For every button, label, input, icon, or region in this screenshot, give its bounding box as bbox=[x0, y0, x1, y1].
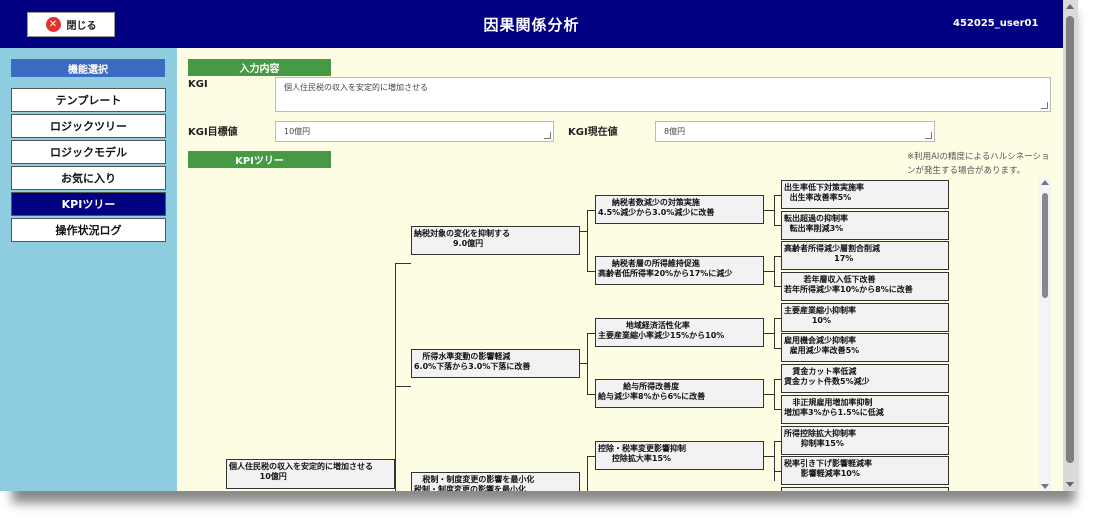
app-header: ✕ 閉じる 因果関係分析 452025_user01 bbox=[0, 0, 1063, 48]
kgi-input[interactable]: 個人住民税の収入を安定的に増加させる bbox=[275, 77, 1051, 112]
sidebar: 機能選択 テンプレート ロジックツリー ロジックモデル お気に入り KPIツリー… bbox=[0, 48, 177, 491]
kgi-target-label: KGI目標値 bbox=[188, 127, 238, 138]
kgi-current-input[interactable]: 8億円 bbox=[655, 121, 935, 142]
user-id: 452025_user01 bbox=[953, 18, 1039, 29]
kpi-node-l1-3[interactable]: 税制・制度変更の影響を最小化 税制・制度変更の影響を最小化 bbox=[411, 472, 580, 491]
kpi-node-l1-2[interactable]: 所得水準変動の影響軽減 6.0%下落から3.0%下落に改善 bbox=[411, 349, 580, 378]
tree-scroll-thumb[interactable] bbox=[1042, 193, 1048, 298]
close-button-label: 閉じる bbox=[66, 21, 97, 32]
kpi-node-root[interactable]: 個人住民税の収入を安定的に増加させる 10億円 bbox=[226, 459, 395, 489]
kpi-node-l3-5[interactable]: 主要産業縮小抑制率 10% bbox=[781, 303, 949, 332]
kpi-node-l2-1[interactable]: 納税者数減少の対策実施 4.5%減少から3.0%減少に改善 bbox=[595, 195, 764, 224]
kpi-node-l3-2[interactable]: 転出超過の抑制率 転出率削減3% bbox=[781, 211, 949, 240]
scroll-down-icon[interactable] bbox=[1066, 482, 1074, 487]
kgi-input-value: 個人住民税の収入を安定的に増加させる bbox=[284, 83, 428, 92]
main-content: 入力内容 KGI 個人住民税の収入を安定的に増加させる KGI目標値 10億円 … bbox=[177, 48, 1063, 491]
scroll-down-icon[interactable] bbox=[1041, 484, 1049, 489]
kpi-node-l1-1[interactable]: 納税対象の変化を抑制する 9.0億円 bbox=[411, 226, 580, 255]
kpi-node-l3-3[interactable]: 高齢者所得減少層割合削減 17% bbox=[781, 241, 949, 270]
window-scrollbar[interactable] bbox=[1063, 0, 1078, 491]
app-window: ✕ 閉じる 因果関係分析 452025_user01 機能選択 テンプレート ロ… bbox=[0, 0, 1063, 491]
input-section-label: 入力内容 bbox=[188, 59, 331, 76]
kpi-node-l3-11[interactable] bbox=[781, 487, 949, 491]
hallucination-note: ※利用AIの精度によるハルシネーションが発生する場合があります。 bbox=[907, 152, 1050, 176]
sidebar-item-operation-log[interactable]: 操作状況ログ bbox=[11, 218, 166, 242]
sidebar-item-logic-tree[interactable]: ロジックツリー bbox=[11, 114, 166, 138]
kpi-node-l2-4[interactable]: 給与所得改善度 給与減少率8%から6%に改善 bbox=[595, 379, 764, 408]
close-button[interactable]: ✕ 閉じる bbox=[27, 12, 115, 37]
resize-grip-icon[interactable] bbox=[925, 132, 932, 139]
kpi-node-l2-2[interactable]: 納税者層の所得維持促進 高齢者低所得率20%から17%に減少 bbox=[595, 256, 764, 285]
scroll-up-icon[interactable] bbox=[1066, 4, 1074, 9]
kpi-node-l3-4[interactable]: 若年層収入低下改善 若年所得減少率10%から8%に改善 bbox=[781, 272, 949, 301]
kgi-target-value: 10億円 bbox=[284, 127, 311, 136]
kpi-node-l3-7[interactable]: 賃金カット率低減 賃金カット件数5%減少 bbox=[781, 364, 949, 393]
kgi-target-input[interactable]: 10億円 bbox=[275, 121, 554, 142]
close-icon: ✕ bbox=[45, 17, 61, 32]
kpi-node-l2-5[interactable]: 控除・税率変更影響抑制 控除拡大率15% bbox=[595, 441, 764, 470]
resize-grip-icon[interactable] bbox=[1041, 102, 1048, 109]
scroll-up-icon[interactable] bbox=[1041, 180, 1049, 185]
kpi-tree: 個人住民税の収入を安定的に増加させる 10億円 納税対象の変化を抑制する 9.0… bbox=[177, 178, 1045, 491]
kpi-node-l3-9[interactable]: 所得控除拡大抑制率 抑制率15% bbox=[781, 426, 949, 455]
app-title: 因果関係分析 bbox=[483, 16, 580, 34]
sidebar-item-favorites[interactable]: お気に入り bbox=[11, 166, 166, 190]
kgi-current-label: KGI現在値 bbox=[568, 127, 618, 138]
kpi-node-l3-10[interactable]: 税率引き下げ影響軽減率 影響軽減率10% bbox=[781, 456, 949, 485]
kpi-section-label: KPIツリー bbox=[188, 151, 331, 168]
sidebar-item-template[interactable]: テンプレート bbox=[11, 88, 166, 112]
sidebar-heading: 機能選択 bbox=[11, 59, 165, 77]
kpi-node-l3-1[interactable]: 出生率低下対策実施率 出生率改善率5% bbox=[781, 180, 949, 209]
kpi-node-l2-3[interactable]: 地域経済活性化率 主要産業縮小率減少15%から10% bbox=[595, 318, 764, 347]
kgi-current-value: 8億円 bbox=[664, 127, 686, 136]
kpi-node-l3-8[interactable]: 非正規雇用増加率抑制 増加率3%から1.5%に低減 bbox=[781, 395, 949, 424]
tree-scrollbar[interactable] bbox=[1039, 178, 1051, 491]
kpi-node-l3-6[interactable]: 雇用機会減少抑制率 雇用減少率改善5% bbox=[781, 333, 949, 362]
sidebar-item-logic-model[interactable]: ロジックモデル bbox=[11, 140, 166, 164]
resize-grip-icon[interactable] bbox=[544, 132, 551, 139]
sidebar-item-kpi-tree[interactable]: KPIツリー bbox=[11, 192, 166, 216]
window-scroll-thumb[interactable] bbox=[1066, 16, 1074, 463]
kgi-label: KGI bbox=[188, 79, 208, 90]
